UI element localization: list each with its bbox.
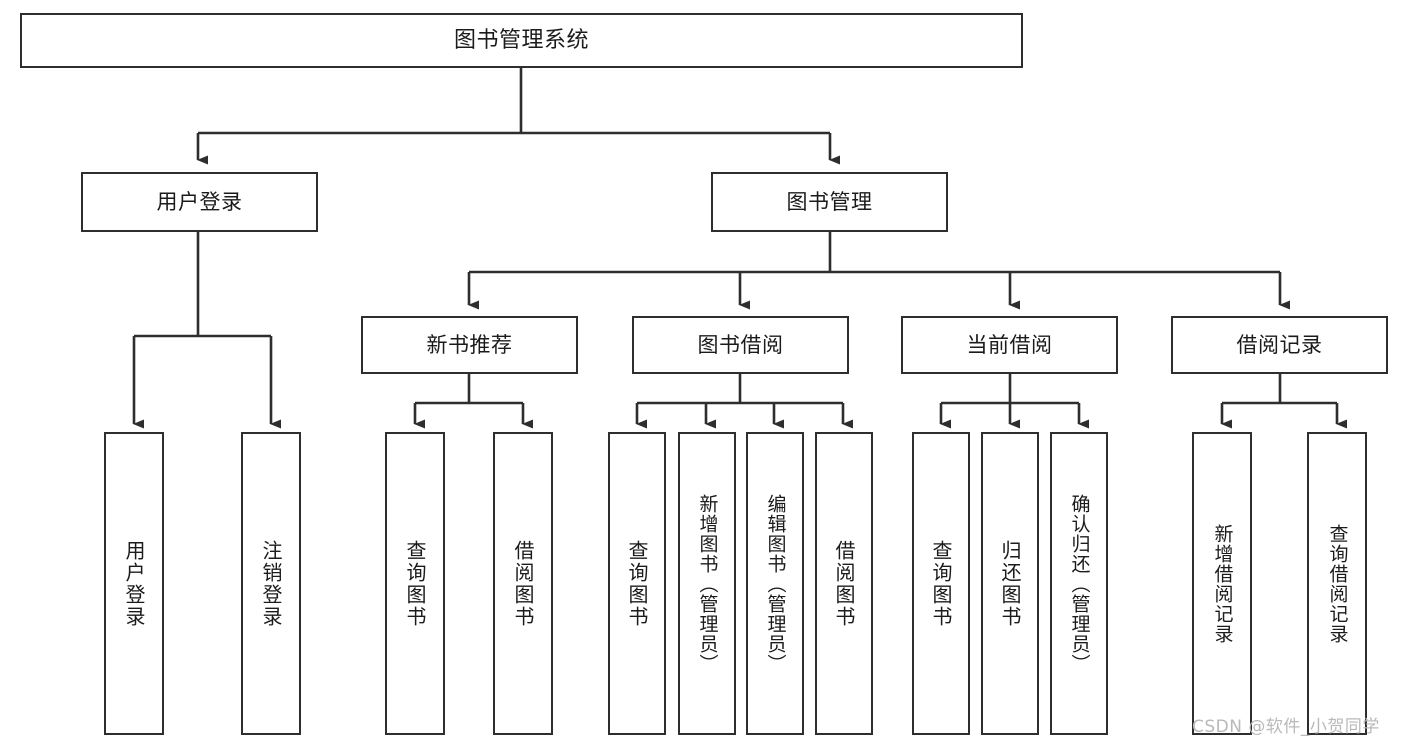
node-leaf-query-borrow-record[interactable]: 查询借阅记录 xyxy=(1307,432,1367,735)
node-label: 查询图书 xyxy=(403,539,427,628)
node-leaf-user-login[interactable]: 用户登录 xyxy=(104,432,164,735)
node-book-management[interactable]: 图书管理 xyxy=(711,172,948,232)
node-new-book-recommend[interactable]: 新书推荐 xyxy=(361,316,578,374)
node-label: 查询借阅记录 xyxy=(1326,523,1349,644)
node-book-borrow[interactable]: 图书借阅 xyxy=(632,316,849,374)
node-leaf-query-book-recommend[interactable]: 查询图书 xyxy=(385,432,445,735)
node-leaf-borrow-book[interactable]: 借阅图书 xyxy=(815,432,873,735)
node-label: 查询图书 xyxy=(929,539,953,628)
node-leaf-logout[interactable]: 注销登录 xyxy=(241,432,301,735)
node-label: 借阅图书 xyxy=(832,539,856,628)
node-label: 注销登录 xyxy=(259,539,283,628)
node-leaf-add-book[interactable]: 新增图书（管理员） xyxy=(678,432,736,735)
node-current-borrow[interactable]: 当前借阅 xyxy=(901,316,1118,374)
node-leaf-query-book-borrow[interactable]: 查询图书 xyxy=(608,432,666,735)
node-label: 图书借阅 xyxy=(697,332,784,357)
node-label: 借阅记录 xyxy=(1236,332,1323,357)
node-label: 新增借阅记录 xyxy=(1211,523,1234,644)
node-leaf-add-borrow-record[interactable]: 新增借阅记录 xyxy=(1192,432,1252,735)
node-leaf-query-book-current[interactable]: 查询图书 xyxy=(912,432,970,735)
node-label: 编辑图书（管理员） xyxy=(764,493,787,674)
node-label: 查询图书 xyxy=(625,539,649,628)
node-leaf-confirm-return[interactable]: 确认归还（管理员） xyxy=(1050,432,1108,735)
node-label: 用户登录 xyxy=(156,189,243,214)
node-label: 图书管理 xyxy=(786,189,873,214)
node-label: 图书管理系统 xyxy=(453,27,589,53)
node-leaf-borrow-book-recommend[interactable]: 借阅图书 xyxy=(493,432,553,735)
node-leaf-return-book[interactable]: 归还图书 xyxy=(981,432,1039,735)
node-label: 新增图书（管理员） xyxy=(696,493,719,674)
node-label: 用户登录 xyxy=(122,539,146,628)
node-label: 确认归还（管理员） xyxy=(1068,493,1091,674)
node-label: 借阅图书 xyxy=(511,539,535,628)
node-label: 新书推荐 xyxy=(426,332,513,357)
node-user-login[interactable]: 用户登录 xyxy=(81,172,318,232)
node-leaf-edit-book[interactable]: 编辑图书（管理员） xyxy=(746,432,804,735)
node-root-system[interactable]: 图书管理系统 xyxy=(20,13,1023,68)
csdn-watermark: CSDN @软件_小贺同学 xyxy=(1192,717,1380,737)
node-label: 当前借阅 xyxy=(966,332,1053,357)
node-label: 归还图书 xyxy=(998,539,1022,628)
node-borrow-record[interactable]: 借阅记录 xyxy=(1171,316,1388,374)
